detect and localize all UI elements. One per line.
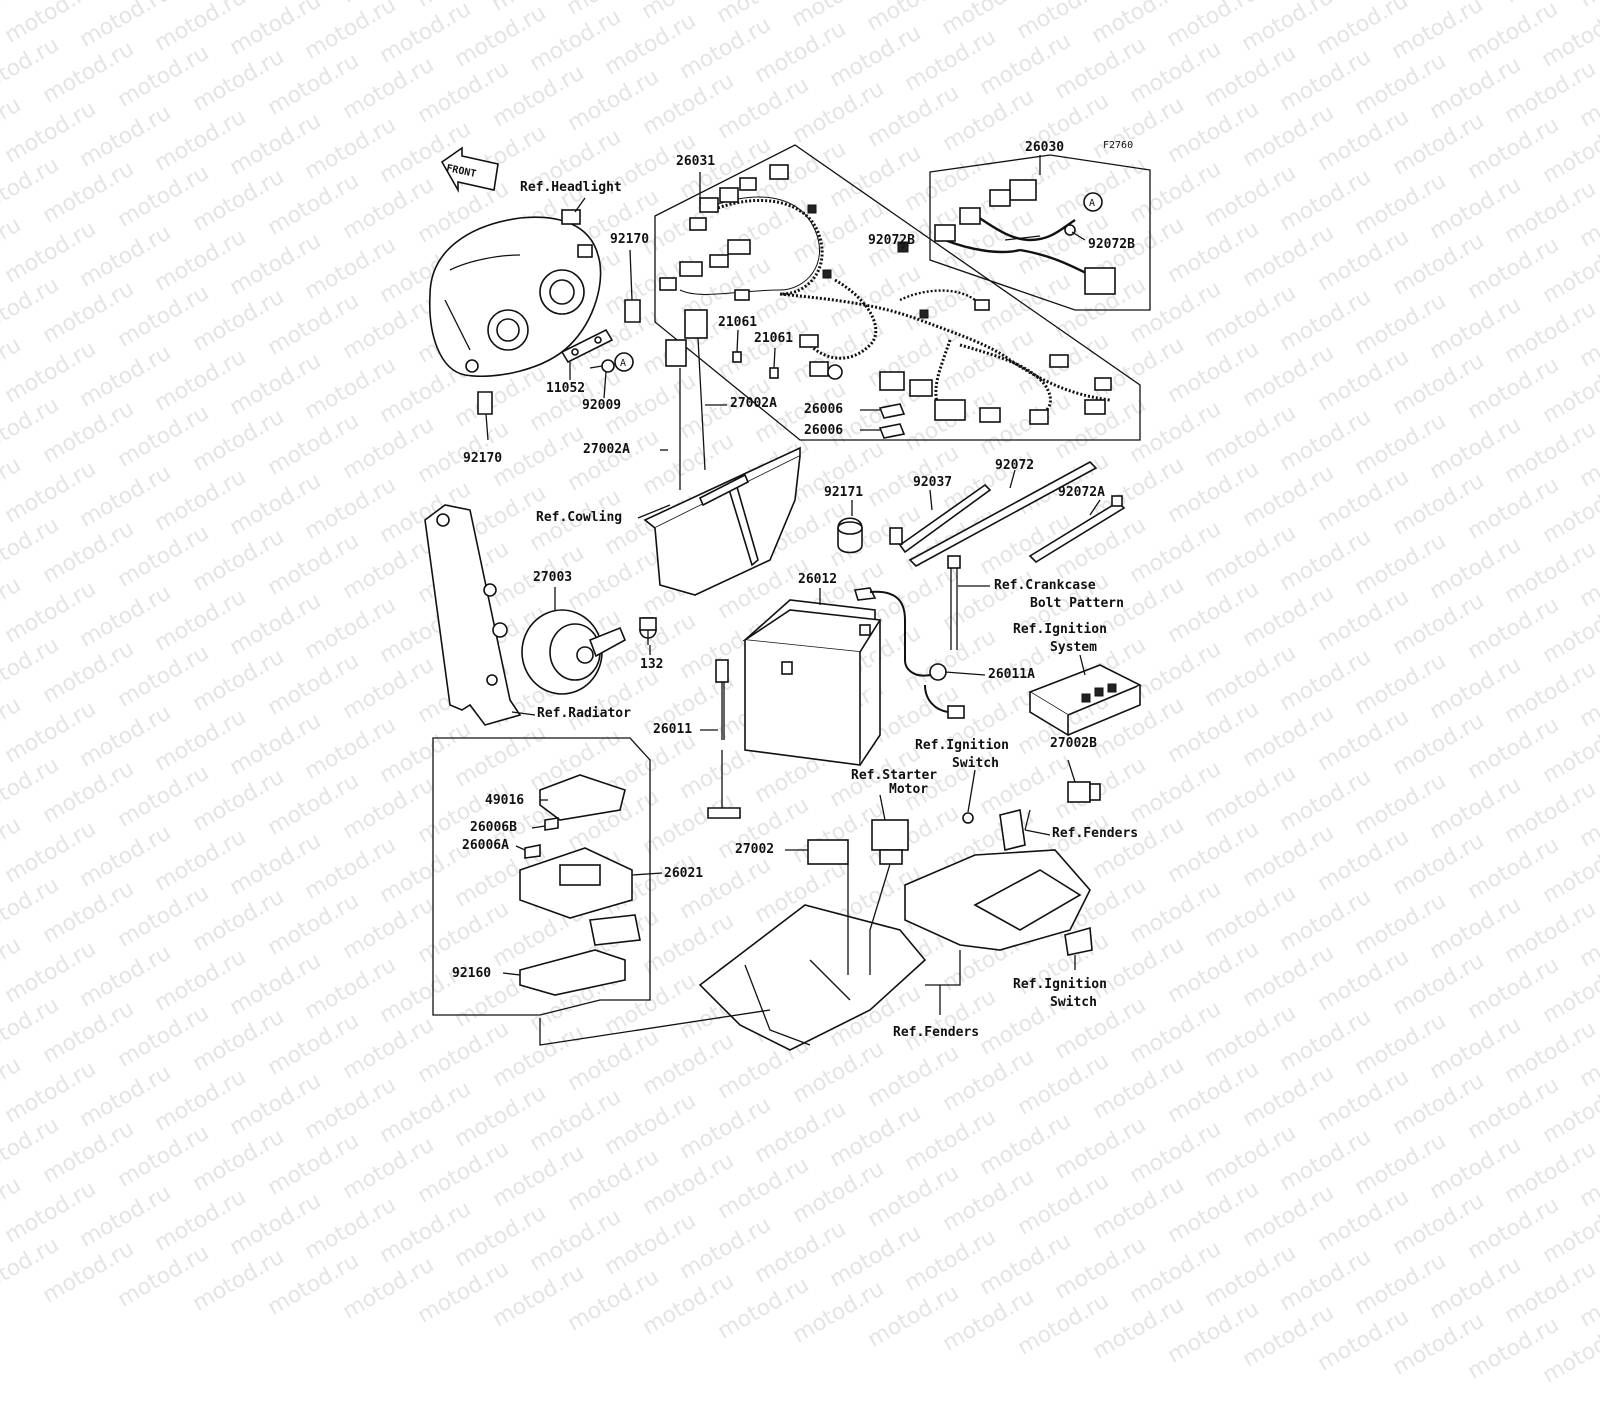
label-ref-ignition-system-line2: System — [1050, 640, 1097, 655]
marker-a-label-headlight: A — [620, 358, 627, 369]
label-ref-ignition-switch-a-line2: Switch — [952, 756, 999, 771]
label-26006-b: 26006 — [804, 423, 844, 438]
relay-27002 — [807, 839, 849, 865]
label-92009: 92009 — [582, 398, 622, 413]
label-27002B: 27002B — [1050, 736, 1097, 751]
ecu-unit — [1028, 664, 1142, 737]
starter-relay — [871, 819, 909, 865]
label-ref-ignition-switch-b-line1: Ref.Ignition — [1013, 977, 1107, 992]
label-26030: 26030 — [1025, 140, 1065, 155]
label-92170-top: 92170 — [610, 232, 650, 247]
radiator-bracket — [424, 504, 522, 726]
label-92072: 92072 — [995, 458, 1035, 473]
label-92037: 92037 — [913, 475, 953, 490]
horn-27003 — [521, 609, 657, 695]
label-ref-starter-motor-line1: Ref.Starter — [851, 768, 938, 783]
label-ref-crankcase-line2: Bolt Pattern — [1030, 596, 1124, 611]
label-26012: 26012 — [798, 572, 838, 587]
fuse-box-boundary — [432, 737, 651, 1016]
label-92160: 92160 — [452, 966, 492, 981]
label-26021: 26021 — [664, 866, 704, 881]
label-21061-a: 21061 — [718, 315, 758, 330]
figure-code: F2760 — [1103, 140, 1134, 151]
leader-lines — [485, 155, 1101, 1046]
label-ref-ignition-switch-a-line1: Ref.Ignition — [915, 738, 1009, 753]
strap-92072 — [908, 461, 1098, 567]
strap-92072A — [1028, 495, 1126, 564]
battery-cables — [707, 587, 965, 819]
label-ref-fenders-a: Ref.Fenders — [1052, 826, 1139, 841]
rear-fender — [904, 809, 1093, 956]
label-92072A: 92072A — [1058, 485, 1105, 500]
relay-27002B — [1067, 781, 1101, 803]
label-ref-ignition-system-line1: Ref.Ignition — [1013, 622, 1107, 637]
label-26006-a: 26006 — [804, 402, 844, 417]
label-26011A: 26011A — [988, 667, 1035, 682]
fuse-box-26021 — [519, 774, 641, 996]
bolt-132 — [639, 617, 657, 645]
battery-26012 — [742, 599, 882, 766]
label-92170-bottom: 92170 — [463, 451, 503, 466]
label-92072B-right: 92072B — [1088, 237, 1135, 252]
front-arrow-icon — [440, 146, 499, 194]
label-11052: 11052 — [546, 381, 586, 396]
battery-case — [698, 904, 927, 1051]
marker-a-label-harness: A — [1089, 198, 1096, 209]
sub-harness-26030 — [934, 179, 1116, 295]
label-27003: 27003 — [533, 570, 573, 585]
label-ref-ignition-switch-b-line2: Switch — [1050, 995, 1097, 1010]
label-27002: 27002 — [735, 842, 775, 857]
label-ref-radiator: Ref.Radiator — [537, 706, 631, 721]
harness-26030-boundary — [929, 154, 1151, 311]
label-26006A: 26006A — [462, 838, 509, 853]
label-ref-fenders-b: Ref.Fenders — [893, 1025, 980, 1040]
diagram-drawing — [424, 144, 1151, 1051]
label-132: 132 — [640, 657, 664, 672]
label-92171: 92171 — [824, 485, 864, 500]
label-27002A-left: 27002A — [583, 442, 630, 457]
grommet-92171 — [837, 517, 863, 554]
headlight-assembly — [429, 209, 641, 415]
cowling-stay — [643, 309, 801, 596]
strap-92037 — [889, 483, 992, 554]
label-26006B: 26006B — [470, 820, 517, 835]
crankcase-bolt — [947, 555, 961, 650]
label-92072B-left: 92072B — [868, 233, 915, 248]
label-ref-starter-motor-line2: Motor — [889, 782, 929, 797]
label-49016: 49016 — [485, 793, 525, 808]
label-26011: 26011 — [653, 722, 693, 737]
marker-a-headlight — [614, 352, 634, 372]
marker-a-harness — [1083, 192, 1103, 212]
label-ref-crankcase-line1: Ref.Crankcase — [994, 578, 1096, 593]
harness-26031-boundary — [654, 144, 1141, 441]
label-26031: 26031 — [676, 154, 716, 169]
label-ref-cowling: Ref.Cowling — [536, 510, 623, 525]
label-21061-b: 21061 — [754, 331, 794, 346]
label-27002A-right: 27002A — [730, 396, 777, 411]
label-ref-headlight: Ref.Headlight — [520, 180, 622, 195]
main-harness-26031 — [659, 164, 1112, 439]
